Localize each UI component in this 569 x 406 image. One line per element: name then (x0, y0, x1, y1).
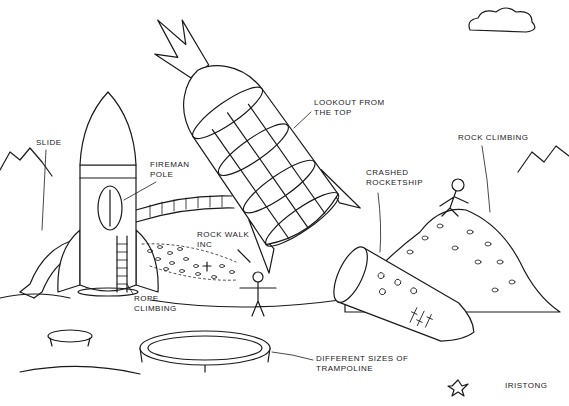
rocket-tower (80, 92, 136, 165)
child-figure (253, 272, 263, 282)
rope-bridge (136, 208, 234, 222)
child-figure (240, 282, 276, 316)
climbing-mound (475, 260, 481, 264)
climbing-mound (422, 236, 428, 240)
callout-label: IRISTONG (505, 381, 565, 391)
rock-walk (168, 252, 173, 255)
callout-label: FIREMAN POLE (150, 160, 196, 181)
signature-doodle (448, 380, 468, 396)
rock-walk (203, 262, 211, 271)
leader-line (294, 112, 311, 128)
leader-line (482, 146, 490, 212)
rocket-tower (80, 165, 136, 291)
ground-line (0, 294, 340, 374)
rock-walk (196, 273, 201, 276)
crashed-rocket (327, 242, 374, 307)
rock-walk (230, 271, 235, 274)
ground-line (150, 300, 340, 307)
rock-walk (178, 248, 183, 251)
climbing-mound (437, 224, 443, 228)
leader-line (378, 193, 381, 252)
rock-walk (194, 265, 199, 268)
rock-walk (142, 244, 238, 280)
leader-line (124, 182, 156, 200)
climber-figure (440, 179, 468, 216)
rocket-tower (117, 236, 127, 292)
crashed-rocket (394, 278, 402, 286)
callout-label: ROCK CLIMBING (458, 133, 558, 143)
crashed-rocket (410, 287, 418, 295)
cloud (469, 8, 535, 32)
mountain-outline (0, 148, 52, 176)
rock-walk (164, 268, 169, 271)
trampoline (50, 338, 90, 346)
climber-figure (452, 179, 464, 191)
rock-walk (170, 262, 175, 265)
leader-line (42, 150, 46, 230)
trampoline (140, 331, 270, 365)
trampoline (48, 330, 270, 372)
rock-walk (142, 244, 236, 262)
rocket-tower (98, 186, 122, 230)
rock-walk (184, 258, 189, 261)
rocket-tower (58, 230, 80, 292)
cloud (469, 8, 535, 32)
trampoline (48, 330, 92, 342)
climbing-mound (509, 280, 515, 284)
leader-line (127, 284, 133, 294)
climbing-mound (485, 242, 491, 246)
callout-label: ROCK WALK INC (197, 230, 255, 251)
lookout-rocket (114, 0, 361, 273)
lookout-rocket (162, 45, 344, 253)
slide (20, 292, 34, 298)
callout-label: SLIDE (36, 138, 76, 148)
callout-label: DIFFERENT SIZES OF TRAMPOLINE (316, 354, 412, 375)
rock-walk (158, 246, 163, 249)
climbing-mound (452, 246, 458, 250)
rope-bridge (150, 196, 222, 217)
callout-label: LOOKOUT FROM THE TOP (314, 98, 390, 119)
rock-walk (156, 258, 161, 261)
climber-figure (440, 191, 468, 216)
rocket-tower (136, 230, 158, 292)
rope-bridge (136, 196, 234, 222)
mountain-outline (238, 250, 250, 262)
trampoline (148, 336, 262, 360)
crashed-rocket (378, 288, 386, 296)
mountain-outline (518, 146, 569, 172)
rock-walk (220, 265, 225, 268)
climbing-mound (492, 288, 498, 292)
leader-line (272, 352, 313, 360)
rocket-tower (78, 288, 138, 296)
ground-line (20, 366, 140, 374)
rocket-tower (117, 244, 127, 284)
leader-line (42, 112, 490, 360)
rock-walk (180, 270, 185, 273)
signature-doodle (448, 380, 468, 396)
rock-walk (150, 266, 238, 280)
child-figure (240, 272, 276, 316)
callout-label: CRASHED ROCKETSHIP (366, 168, 430, 189)
crashed-rocket (327, 242, 486, 359)
crashed-rocket (377, 272, 385, 280)
climbing-mound (407, 250, 413, 254)
rock-walk (148, 250, 153, 253)
climbing-mound (497, 260, 503, 264)
rocket-tower (80, 177, 136, 178)
crashed-rocket (407, 306, 434, 330)
climbing-mound (467, 230, 473, 234)
rock-walk (212, 276, 217, 279)
rocket-tower (109, 190, 110, 226)
lookout-rocket (210, 100, 326, 240)
callout-label: ROPE CLIMBING (134, 294, 186, 315)
rocket-tower (58, 92, 158, 296)
